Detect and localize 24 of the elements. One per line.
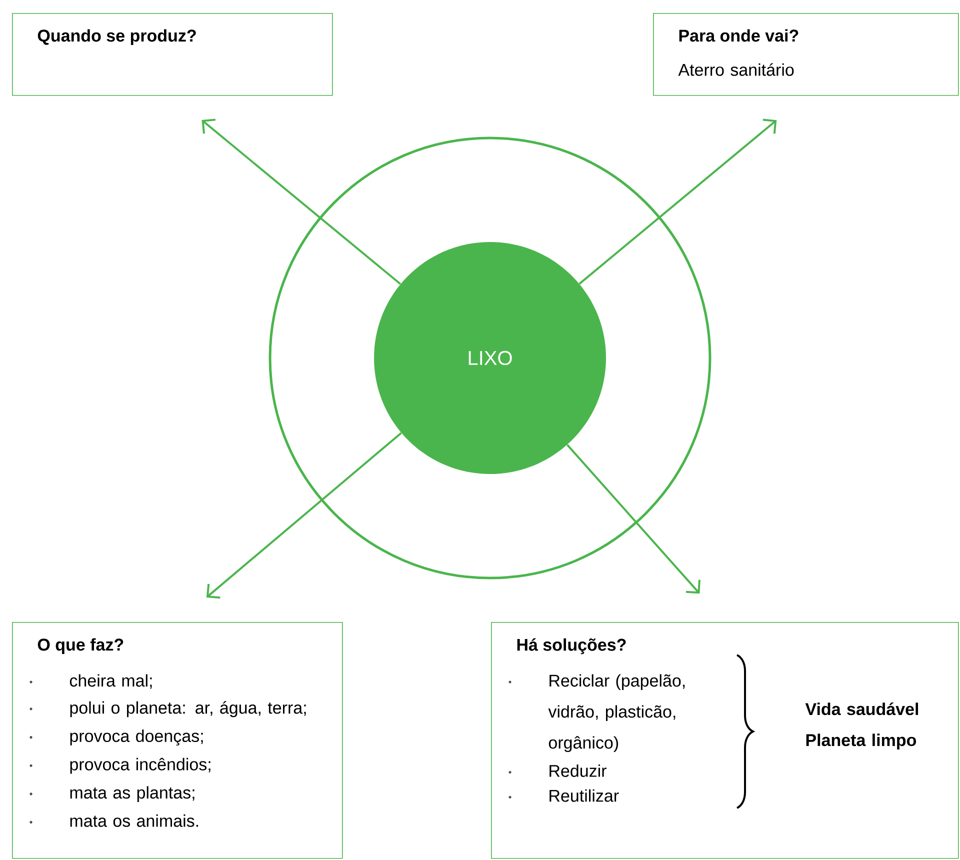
list-item: Reciclar (papelão, vidrão, plasticão, orgânico)	[548, 674, 685, 752]
arrow	[578, 118, 777, 285]
list-item: provoca incêndios;	[70, 758, 210, 774]
list-item: provoca doenças;	[70, 730, 203, 746]
arrow	[202, 118, 402, 285]
heading: Há soluções?	[517, 638, 626, 654]
list-item: cheira mal;	[70, 674, 152, 689]
arrow	[566, 444, 700, 594]
text-box	[12, 13, 333, 96]
text-box	[491, 622, 959, 859]
result-text: Vida saudável Planeta limpo	[805, 702, 918, 750]
heading: Quando se produz?	[38, 29, 196, 46]
list-item: Aterro sanitário	[678, 63, 794, 76]
heading: O que faz?	[38, 638, 124, 654]
heading: Para onde vai?	[679, 29, 798, 42]
arrow	[206, 432, 402, 599]
list-item: mata as plantas;	[70, 786, 194, 802]
text-box	[653, 13, 959, 96]
list-item: Reduzir	[550, 764, 606, 777]
ring	[268, 136, 712, 580]
list-item: polui o planeta: ar, água, terra;	[70, 701, 306, 718]
list-item: Reutilizar	[550, 789, 619, 802]
text-box	[12, 622, 343, 859]
list-item: mata os animais.	[70, 814, 198, 827]
